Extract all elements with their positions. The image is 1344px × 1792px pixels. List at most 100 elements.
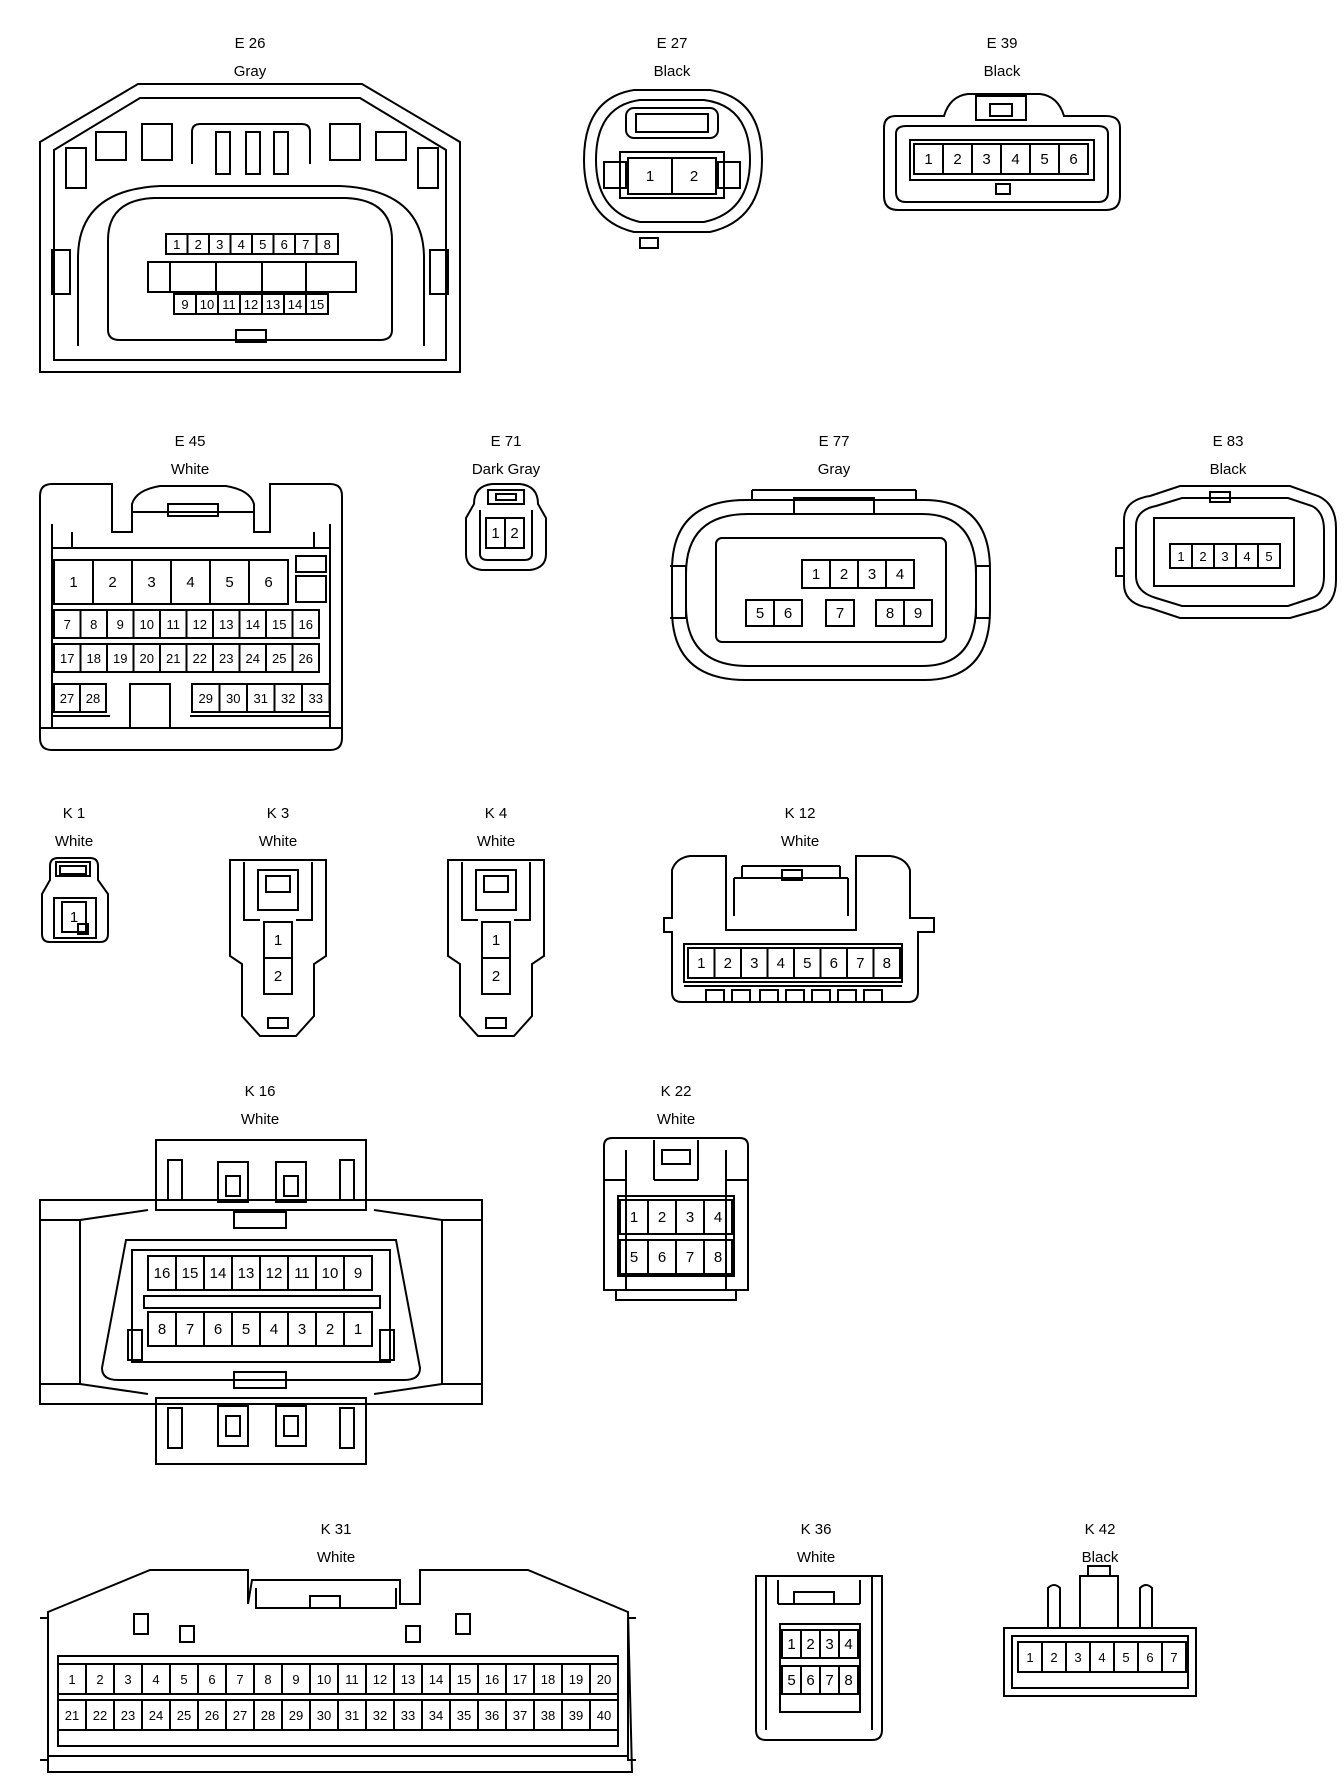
pin-label: 16 [485, 1672, 499, 1687]
pin-label: 6 [281, 237, 288, 252]
pin-label: 3 [216, 237, 223, 252]
pin-label: 9 [292, 1672, 299, 1687]
pin-label: 23 [219, 651, 233, 666]
pin-label: 22 [193, 651, 207, 666]
connector-color: White [171, 461, 209, 478]
pin-label: 30 [317, 1708, 331, 1723]
connector-id: K 42 [1085, 1521, 1116, 1538]
pin-cell [248, 559, 289, 605]
pin-label: 1 [787, 1636, 795, 1653]
pin-label: 14 [246, 617, 260, 632]
pin-label: 1 [630, 1209, 638, 1226]
pin-label: 37 [513, 1708, 527, 1723]
pin-label: 33 [309, 691, 323, 706]
pin-label: 2 [274, 968, 282, 985]
pin-cell [1257, 543, 1281, 569]
pin-label: 38 [541, 1708, 555, 1723]
pin-label: 31 [345, 1708, 359, 1723]
pin-label: 6 [830, 955, 838, 972]
pin-label: 18 [541, 1672, 555, 1687]
pin-label: 2 [96, 1672, 103, 1687]
pin-label: 3 [124, 1672, 131, 1687]
pin-label: 6 [208, 1672, 215, 1687]
pin-label: 3 [825, 1636, 833, 1653]
pin-label: 6 [784, 605, 792, 622]
pin-label: 21 [166, 651, 180, 666]
pin-label: 7 [1170, 1650, 1177, 1665]
pin-label: 2 [1050, 1650, 1057, 1665]
pin-cell [903, 599, 933, 627]
pin-label: 3 [686, 1209, 694, 1226]
pin-label: 1 [646, 168, 654, 185]
connector-id: E 71 [491, 433, 522, 450]
pin-label: 2 [326, 1321, 334, 1338]
pin-label: 8 [324, 237, 331, 252]
pin-label: 8 [264, 1672, 271, 1687]
pin-label: 27 [60, 691, 74, 706]
pin-label: 20 [597, 1672, 611, 1687]
connector-color: White [657, 1111, 695, 1128]
connector-k4: K 4 White 12 [447, 805, 545, 1037]
pin-label: 32 [373, 1708, 387, 1723]
connector-color: White [241, 1111, 279, 1128]
connector-id: E 83 [1213, 433, 1244, 450]
connector-id: K 36 [801, 1521, 832, 1538]
pin-label: 1 [274, 932, 282, 949]
pin-label: 7 [856, 955, 864, 972]
pin-label: 1 [173, 237, 180, 252]
pin-label: 36 [485, 1708, 499, 1723]
pin-label: 14 [210, 1265, 227, 1282]
pin-label: 12 [193, 617, 207, 632]
pin-label: 29 [199, 691, 213, 706]
pin-label: 3 [750, 955, 758, 972]
pin-label: 10 [200, 297, 214, 312]
pin-label: 3 [147, 574, 155, 591]
pin-label: 18 [87, 651, 101, 666]
pin-label: 35 [457, 1708, 471, 1723]
pin-cell [343, 1255, 373, 1291]
pin-label: 2 [108, 574, 116, 591]
pin-label: 8 [886, 605, 894, 622]
pin-label: 1 [68, 1672, 75, 1687]
pin-label: 3 [1221, 549, 1228, 564]
pin-label: 5 [803, 955, 811, 972]
pin-label: 9 [354, 1265, 362, 1282]
pin-cell [61, 901, 87, 933]
pin-cell [773, 599, 803, 627]
pin-cell [504, 517, 525, 549]
pin-label: 25 [272, 651, 286, 666]
pin-label: 4 [152, 1672, 159, 1687]
pin-label: 26 [299, 651, 313, 666]
pin-cell [291, 609, 320, 639]
pin-label: 1 [697, 955, 705, 972]
pin-label: 11 [294, 1265, 310, 1282]
connector-id: K 12 [785, 805, 816, 822]
pin-label: 3 [868, 566, 876, 583]
pin-label: 28 [261, 1708, 275, 1723]
pin-cell [1058, 143, 1089, 175]
pin-label: 4 [844, 1636, 852, 1653]
pin-label: 11 [345, 1672, 359, 1687]
pin-label: 16 [299, 617, 313, 632]
pin-label: 15 [272, 617, 286, 632]
pin-label: 19 [113, 651, 127, 666]
pin-cell [305, 293, 329, 315]
pin-cell [872, 947, 901, 979]
pin-label: 1 [1026, 1650, 1033, 1665]
connector-id: E 45 [175, 433, 206, 450]
pin-label: 4 [1098, 1650, 1105, 1665]
connector-id: K 4 [485, 805, 508, 822]
pin-label: 2 [1199, 549, 1206, 564]
pin-label: 10 [317, 1672, 331, 1687]
pin-label: 25 [177, 1708, 191, 1723]
pin-label: 40 [597, 1708, 611, 1723]
pin-label: 2 [806, 1636, 814, 1653]
pin-label: 15 [182, 1265, 199, 1282]
pin-label: 1 [812, 566, 820, 583]
